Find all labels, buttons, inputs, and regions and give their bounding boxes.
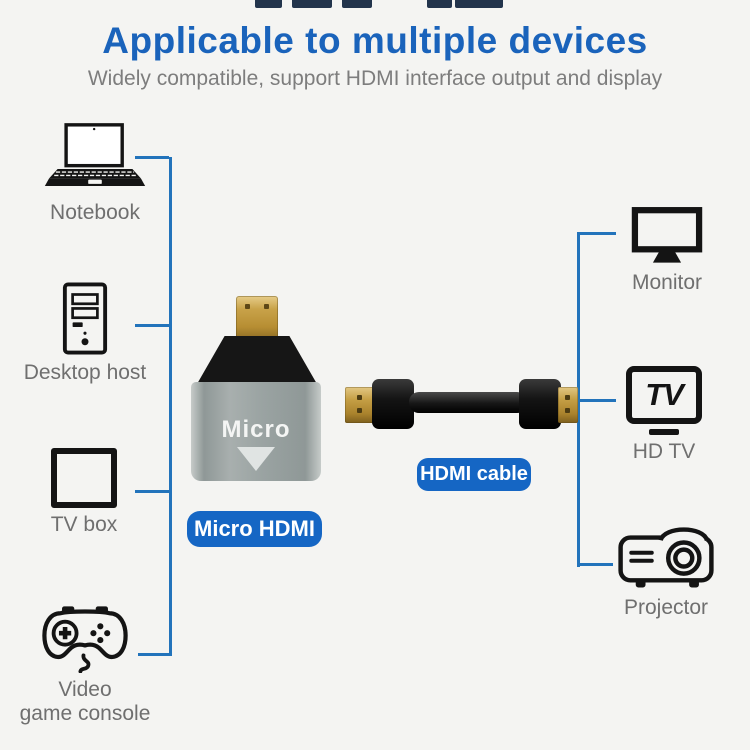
cropped-text-fragment — [342, 0, 372, 8]
device-label-game-console: Video game console — [10, 678, 160, 726]
projector-icon — [618, 527, 714, 588]
micro-hdmi-badge: Micro HDMI — [187, 511, 322, 547]
hdmi-connector-left — [372, 379, 414, 429]
cropped-text-fragment — [455, 0, 503, 8]
device-label-line2: game console — [19, 702, 151, 726]
console-connector-stub — [138, 653, 169, 656]
device-label-projector: Projector — [623, 596, 709, 619]
hdmi-plug-right — [558, 387, 578, 423]
adapter-neck — [197, 336, 317, 384]
desktop-connector-stub — [135, 324, 169, 327]
cropped-text-fragment — [292, 0, 332, 8]
device-desktop-host: Desktop host — [10, 281, 160, 385]
tower-pc-icon — [62, 282, 108, 355]
device-monitor: Monitor — [597, 206, 737, 295]
hdmi-plug-left — [345, 387, 375, 423]
hdtv-connector-stub — [580, 399, 616, 402]
micro-hdmi-plug — [236, 296, 278, 340]
hdmi-cable-wire — [409, 392, 527, 413]
monitor-connector-stub — [580, 232, 616, 235]
device-projector: Projector — [591, 518, 741, 620]
tv-box-icon — [51, 448, 117, 508]
hdmi-cable-badge: HDMI cable — [417, 458, 531, 491]
page-title: Applicable to multiple devices — [102, 20, 648, 61]
adapter-micro-text: Micro — [221, 416, 291, 443]
gamepad-icon — [42, 606, 128, 673]
adapter-body: Micro — [191, 382, 321, 481]
hdmi-connector-right — [519, 379, 561, 429]
hdtv-tv-text: TV — [645, 377, 684, 412]
tvbox-connector-stub — [135, 490, 169, 493]
device-notebook: Notebook — [20, 120, 170, 225]
hdtv-icon: TV — [594, 366, 734, 435]
right-connector-vertical-line — [577, 232, 580, 567]
device-label-hdtv: HD TV — [632, 440, 696, 463]
hdtv-stand — [649, 429, 679, 435]
device-tv-box: TV box — [9, 448, 159, 537]
notebook-connector-stub — [135, 156, 169, 159]
laptop-icon — [44, 123, 146, 187]
device-label-notebook: Notebook — [50, 201, 140, 224]
device-label-desktop-host: Desktop host — [23, 361, 147, 384]
page-subtitle: Widely compatible, support HDMI interfac… — [87, 67, 663, 90]
device-game-console: Video game console — [10, 601, 160, 726]
device-label-line1: Video — [58, 678, 112, 701]
cropped-text-fragment — [427, 0, 452, 8]
left-connector-vertical-line — [169, 157, 172, 656]
down-arrow-icon — [237, 447, 275, 471]
projector-connector-stub — [580, 563, 613, 566]
hdtv-frame: TV — [626, 366, 702, 424]
device-label-monitor: Monitor — [631, 271, 703, 294]
device-hdtv: TV HD TV — [594, 366, 734, 464]
device-label-tv-box: TV box — [50, 513, 118, 536]
cropped-text-fragment — [255, 0, 282, 8]
monitor-icon — [631, 207, 703, 263]
